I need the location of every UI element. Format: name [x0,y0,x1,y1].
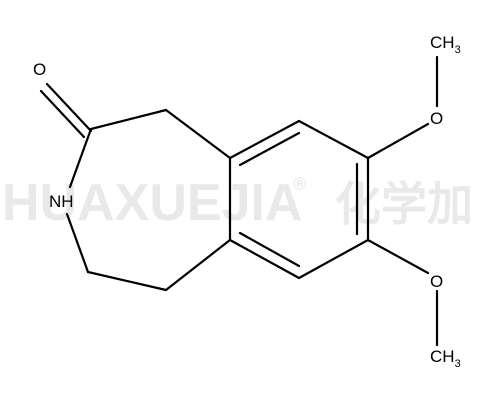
ring-bond-a [228,119,301,160]
bond-carbonyl-2 [39,89,86,139]
watermark-text: HUAXUEJIA [2,174,303,232]
ring-bond-e-inner [238,231,301,268]
ring-bond-e [228,238,301,280]
atom-oxygen-methoxy-top: O [430,109,443,128]
watermark-cjk: 化学加 [335,178,473,230]
bond-ch2-ch2 [86,270,168,292]
ring-bond-a-inner [238,131,301,167]
bond-co-n [68,127,93,189]
watermark-registered-mark: ® [293,174,306,194]
methyl-bottom-label: CH [430,347,455,366]
methyl-top-subscript: 3 [455,44,461,56]
atom-nitrogen: NH [49,192,74,211]
ring-bond-b [297,119,370,160]
bond-ar-o-bottom [366,238,430,275]
bond-ch2-ar-bottom [164,238,232,292]
atom-oxygen-carbonyl: O [33,60,46,79]
bond-ch2-ar [164,108,232,160]
ring-bond-d [297,238,370,280]
bond-ar-o-top [366,122,430,160]
atom-methyl-top: CH3 [430,33,461,56]
atom-labels: O NH O CH3 O CH3 [33,33,461,370]
bonds [39,55,439,347]
atom-oxygen-methoxy-bottom: O [430,272,443,291]
bond-carbonyl-1 [45,82,93,133]
bond-n-ch2 [65,212,90,274]
atom-methyl-bottom: CH3 [430,347,461,370]
methyl-top-label: CH [430,33,455,52]
bond-co-ch2 [89,108,168,131]
methyl-bottom-subscript: 3 [455,358,461,370]
